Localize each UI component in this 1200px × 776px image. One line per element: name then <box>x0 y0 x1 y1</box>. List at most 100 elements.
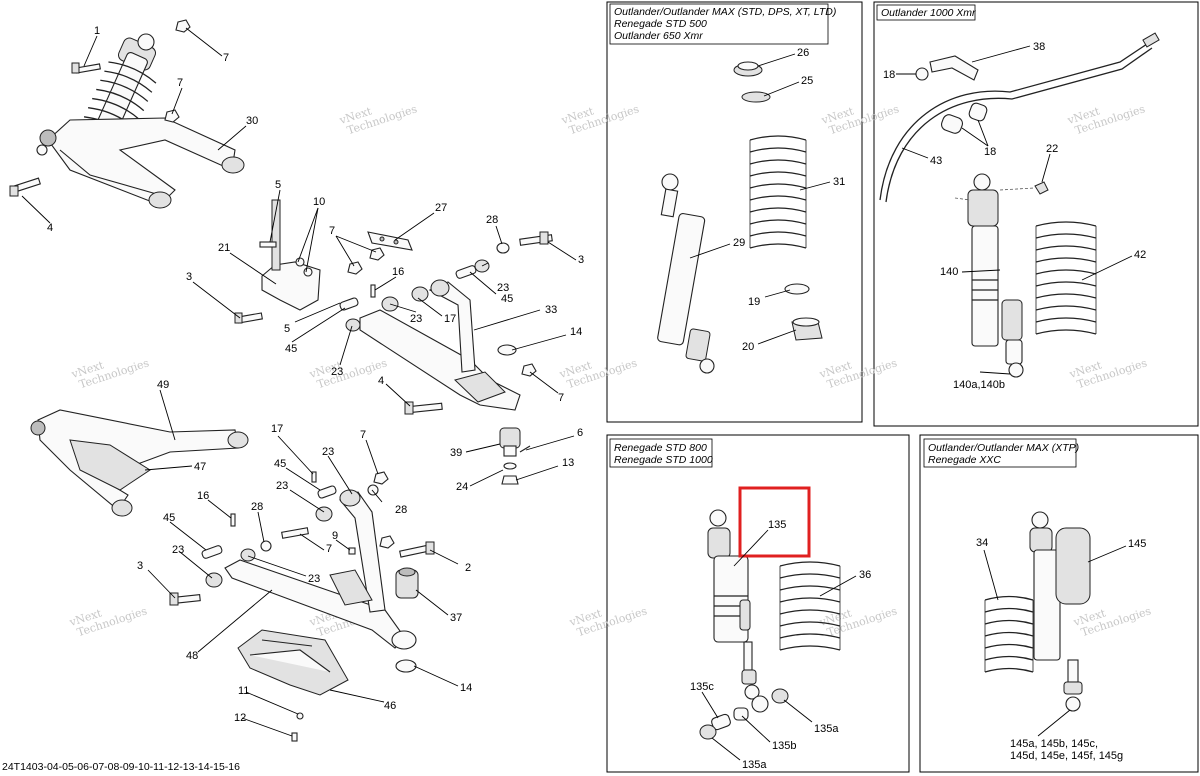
callout-1: 1 <box>94 25 100 37</box>
bushing-23b <box>411 286 429 302</box>
callout-4: 4 <box>378 375 384 387</box>
ring-19 <box>784 283 810 295</box>
callout-4: 4 <box>47 222 53 234</box>
svg-text:Outlander 650 Xmr: Outlander 650 Xmr <box>614 30 703 42</box>
callout-28: 28 <box>395 504 407 516</box>
callout-43: 43 <box>930 155 942 167</box>
callout-42: 42 <box>1134 249 1146 261</box>
highlight-box-135 <box>738 486 811 558</box>
callout-26: 26 <box>797 47 809 59</box>
drawing-reference-number: 24T1403-04-05-06-07-08-09-10-11-12-13-14… <box>2 761 240 773</box>
callout-14: 14 <box>460 682 472 694</box>
callout-27: 27 <box>435 202 447 214</box>
callout-135a: 135a <box>814 723 839 735</box>
cotter-6 <box>519 445 531 453</box>
screw-12 <box>291 732 298 742</box>
callout-23: 23 <box>410 313 422 325</box>
hose-connector <box>954 197 971 201</box>
callout-23: 23 <box>172 544 184 556</box>
callout-145-variants-line1: 145a, 145b, 145c, <box>1010 738 1098 750</box>
callout-17: 17 <box>271 423 283 435</box>
skid-plate-46 <box>237 629 349 696</box>
callout-25: 25 <box>801 75 813 87</box>
spring-34 <box>984 595 1034 673</box>
callout-30: 30 <box>246 115 258 127</box>
ball-joint-37 <box>395 567 419 599</box>
shock-absorber-135 <box>707 509 760 700</box>
callout-7: 7 <box>223 52 229 64</box>
callout-3: 3 <box>578 254 584 266</box>
bolt-1 <box>71 62 101 74</box>
svg-text:Outlander 1000 Xmr: Outlander 1000 Xmr <box>881 7 976 19</box>
callout-7: 7 <box>360 429 366 441</box>
spring-31 <box>749 135 807 249</box>
spring-36 <box>779 561 841 651</box>
callout-5: 5 <box>284 323 290 335</box>
callout-21: 21 <box>218 242 230 254</box>
bump-stop-20 <box>791 317 823 341</box>
callout-47: 47 <box>194 461 206 473</box>
callout-46: 46 <box>384 700 396 712</box>
callout-38: 38 <box>1033 41 1045 53</box>
callout-31: 31 <box>833 176 845 188</box>
svg-text:Renegade XXC: Renegade XXC <box>928 454 1001 466</box>
callout-19: 19 <box>748 296 760 308</box>
callout-140: 140 <box>940 266 958 278</box>
bolt-2 <box>399 541 435 558</box>
callout-23: 23 <box>276 480 288 492</box>
lower-a-arm-48 <box>224 489 417 650</box>
callout-135c: 135c <box>690 681 714 693</box>
panel-label-bottom-middle: Renegade STD 800 Renegade STD 1000 <box>609 438 713 468</box>
nut-7a <box>175 19 191 33</box>
callout-135: 135 <box>768 519 786 531</box>
nut-7e <box>373 471 389 485</box>
bolt-3a <box>519 231 553 246</box>
callout-12: 12 <box>234 712 246 724</box>
bushing-45d <box>317 485 337 499</box>
shock-absorber-140 <box>967 173 1024 378</box>
callout-34: 34 <box>976 537 988 549</box>
callout-7: 7 <box>329 225 335 237</box>
callout-24: 24 <box>456 481 468 493</box>
ring-14b <box>395 659 417 673</box>
callout-16: 16 <box>392 266 404 278</box>
callout-7: 7 <box>177 77 183 89</box>
panel-frame-top-right <box>873 1 1199 427</box>
callout-29: 29 <box>733 237 745 249</box>
svg-text:Renegade STD 500: Renegade STD 500 <box>614 18 707 30</box>
callout-22: 22 <box>1046 143 1058 155</box>
bushing-135a-upper <box>771 688 789 704</box>
callout-11: 11 <box>238 685 249 697</box>
callout-18: 18 <box>883 69 895 81</box>
callout-9: 9 <box>332 530 338 542</box>
washer-28a <box>496 242 510 254</box>
svg-text:Renegade STD 1000: Renegade STD 1000 <box>614 454 713 466</box>
callout-labels: 1 7 7 30 4 5 10 7 27 28 3 21 3 16 5 45 2… <box>47 25 1146 771</box>
bushing-23e <box>240 548 256 562</box>
callout-48: 48 <box>186 650 198 662</box>
spring-seat-26 <box>733 61 763 77</box>
bushing-23d <box>345 318 361 332</box>
callout-28: 28 <box>486 214 498 226</box>
svg-text:Renegade STD 800: Renegade STD 800 <box>614 442 707 454</box>
bolt-5a <box>259 241 277 248</box>
callout-145-variants-line2: 145d, 145e, 145f, 145g <box>1010 750 1123 762</box>
clip-22 <box>1034 181 1049 195</box>
washer-28b <box>367 484 379 496</box>
callout-135a: 135a <box>742 759 767 771</box>
callout-45: 45 <box>501 293 513 305</box>
pin-9 <box>348 547 356 555</box>
callout-23: 23 <box>497 282 509 294</box>
callout-13: 13 <box>562 457 574 469</box>
leader-lines <box>21 27 1133 761</box>
callout-23: 23 <box>322 446 334 458</box>
svg-text:Outlander/Outlander MAX (XTP): Outlander/Outlander MAX (XTP) <box>928 442 1079 454</box>
callout-36: 36 <box>859 569 871 581</box>
bushing-135b <box>733 707 749 721</box>
nut-7c2 <box>369 247 385 261</box>
